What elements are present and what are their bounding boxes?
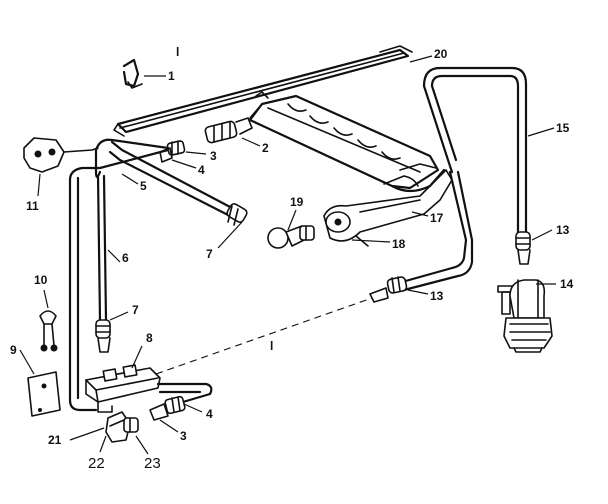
callout-3-top: 3 xyxy=(210,149,217,163)
burner-body xyxy=(248,91,440,190)
part-8-pilot-assembly xyxy=(85,364,213,413)
part-13-fitting-right xyxy=(515,231,531,265)
callout-19: 19 xyxy=(290,195,304,209)
stray-mark-top: l xyxy=(176,45,179,59)
part-2-burner-orifice xyxy=(204,117,253,144)
callout-7-lower: 7 xyxy=(132,303,139,317)
part-5-6-pilot-tube xyxy=(68,138,234,412)
callout-5: 5 xyxy=(140,179,147,193)
dashed-connector xyxy=(155,297,373,375)
callout-14: 14 xyxy=(560,277,574,291)
callout-22: 22 xyxy=(88,455,105,472)
part-7-fitting-upper xyxy=(226,203,248,226)
part-4-nut-lower xyxy=(164,395,186,415)
part-10-clips xyxy=(39,310,58,352)
callout-20: 20 xyxy=(434,47,448,61)
callout-18: 18 xyxy=(392,237,406,251)
part-21-22-23-elbow xyxy=(105,411,139,443)
callout-13-right: 13 xyxy=(556,223,570,237)
part-7-fitting-lower xyxy=(95,319,111,353)
callout-7-upper: 7 xyxy=(206,247,213,261)
callout-9: 9 xyxy=(10,343,17,357)
callout-15: 15 xyxy=(556,121,570,135)
part-14-gas-valve xyxy=(497,279,553,353)
part-13-fitting-lower xyxy=(369,276,408,303)
callout-23: 23 xyxy=(144,455,161,472)
callout-21: 21 xyxy=(48,433,62,447)
callout-11: 11 xyxy=(26,199,39,213)
callout-1: 1 xyxy=(168,69,175,83)
callout-10: 10 xyxy=(34,273,48,287)
part-19-elbow xyxy=(267,225,315,249)
part-20-burner-rail xyxy=(113,45,413,137)
callout-2: 2 xyxy=(262,141,269,155)
callout-13-lower: 13 xyxy=(430,289,444,303)
callout-3-lower: 3 xyxy=(180,429,187,443)
part-15-supply-tube xyxy=(400,66,528,292)
callout-17: 17 xyxy=(430,211,444,225)
part-11-bracket xyxy=(23,137,99,173)
part-17-18-manifold xyxy=(323,168,453,247)
callout-4-lower: 4 xyxy=(206,407,213,421)
stray-mark-dashed: l xyxy=(270,339,273,353)
part-9-cover-plate xyxy=(27,371,61,417)
leader-lines xyxy=(19,55,556,455)
part-1-clip xyxy=(122,58,143,89)
part-3-fitting-lower xyxy=(149,403,169,421)
callout-6: 6 xyxy=(122,251,129,265)
callout-4-top: 4 xyxy=(198,163,205,177)
callout-8: 8 xyxy=(146,331,153,345)
